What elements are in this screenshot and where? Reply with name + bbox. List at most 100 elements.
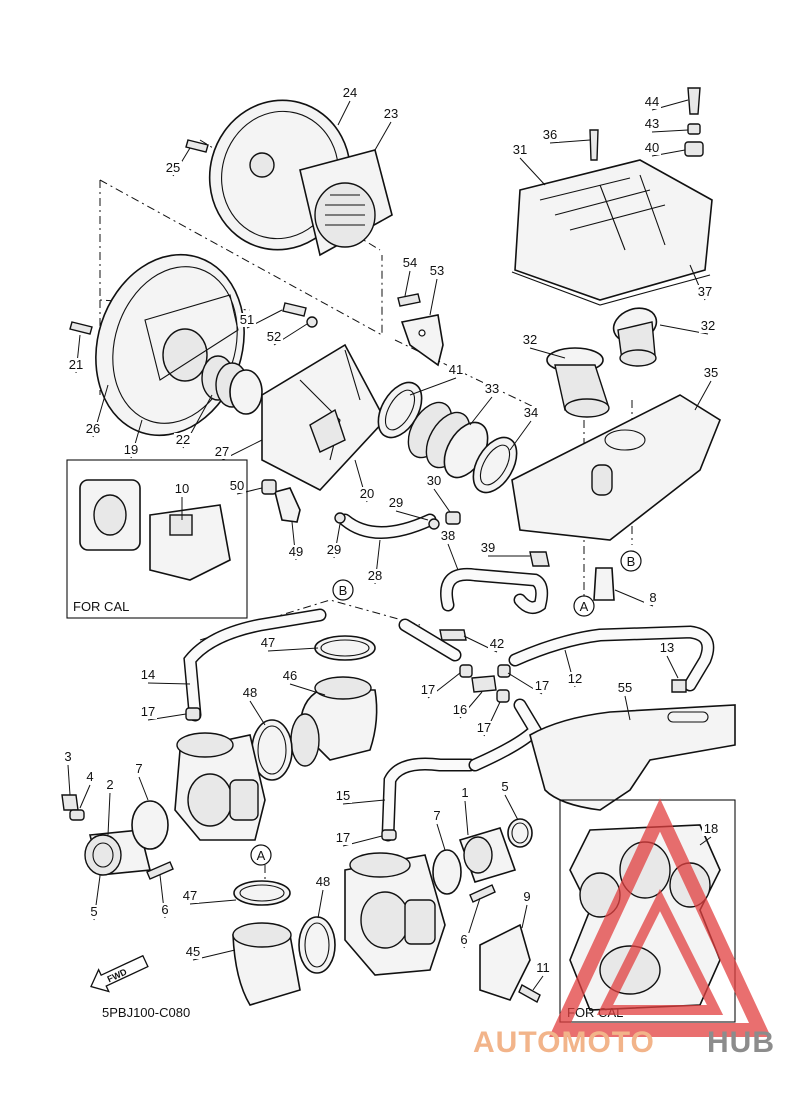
callout-bg-55 [616, 681, 634, 695]
leader-line-47a [267, 647, 319, 652]
plug-4 [69, 809, 85, 821]
callout-bg-4 [81, 770, 99, 784]
callout-bg-23 [382, 107, 400, 121]
callout-29b: 29 [389, 495, 403, 510]
callout-37: 37 [698, 284, 712, 299]
callout-6b: 6 [460, 932, 467, 947]
callout-bg-53 [428, 264, 446, 278]
diagram-code: 5PBJ100-C080 [102, 1005, 190, 1020]
callout-bg-47b [181, 889, 199, 903]
callout-bg-29a [325, 543, 343, 557]
callout-22: 22 [176, 432, 190, 447]
part-drawings [61, 87, 736, 1023]
screw-36 [589, 129, 599, 161]
callout-bg-2 [101, 778, 119, 792]
callout-bg-52 [265, 330, 283, 344]
ref-marker-b-right: B [627, 554, 636, 569]
callout-bg-13 [658, 641, 676, 655]
callout-6a: 6 [161, 902, 168, 917]
callout-5b: 5 [501, 779, 508, 794]
callout-38: 38 [441, 528, 455, 543]
leader-line-4 [79, 784, 91, 809]
callout-bg-50 [228, 479, 246, 493]
callout-15: 15 [336, 788, 350, 803]
case-intake-port [162, 328, 208, 382]
callout-7b: 7 [433, 808, 440, 823]
callout-30: 30 [427, 473, 441, 488]
clip-13 [671, 679, 687, 693]
callout-bg-38 [439, 529, 457, 543]
callout-3: 3 [64, 749, 71, 764]
watermark-text-part2: HUB [707, 1026, 775, 1059]
leader-line-18 [699, 836, 712, 846]
intake-duct [201, 355, 263, 415]
callout-bg-6b [455, 933, 473, 947]
callout-50: 50 [230, 478, 244, 493]
callout-bg-35 [702, 366, 720, 380]
callout-bg-20 [358, 487, 376, 501]
case-35-neck [591, 464, 613, 496]
callout-bg-21 [67, 358, 85, 372]
callout-bg-32b [699, 319, 717, 333]
callout-bg-51 [238, 313, 256, 327]
callout-32b: 32 [701, 318, 715, 333]
leader-line-48a [249, 700, 266, 726]
callout-bg-17c [533, 679, 551, 693]
callout-bg-28 [366, 569, 384, 583]
callout-bg-3 [59, 750, 77, 764]
leader-line-38 [447, 543, 459, 571]
callout-bg-9 [518, 890, 536, 904]
leader-line-32a [529, 347, 566, 359]
intake-joint-2 [84, 829, 152, 876]
callout-17e: 17 [336, 830, 350, 845]
case-cover-31 [514, 159, 713, 301]
joint-16 [471, 675, 497, 693]
callout-bg-46 [281, 669, 299, 683]
callout-bg-31 [511, 143, 529, 157]
callout-43: 43 [645, 116, 659, 131]
callout-bg-5b [496, 780, 514, 794]
carburetor-right [344, 852, 446, 976]
callout-bg-36 [541, 128, 559, 142]
callout-bg-40 [643, 141, 661, 155]
leader-line-53 [429, 278, 438, 316]
ref-marker-a-lower: A [257, 848, 266, 863]
clip-17a [185, 707, 201, 721]
callout-27: 27 [215, 444, 229, 459]
leader-line-7a [138, 776, 149, 801]
bolt-25 [185, 139, 209, 153]
leader-line-7b [436, 823, 446, 851]
callout-51: 51 [240, 312, 254, 327]
inset-carburetor-upper [79, 479, 231, 581]
screw-6-left [146, 861, 174, 880]
clamp-7-left [131, 800, 169, 850]
leader-line-24 [337, 100, 351, 126]
callout-7a: 7 [135, 761, 142, 776]
leader-line-1 [464, 800, 469, 836]
leader-line-13 [666, 655, 679, 679]
joint-bracket [309, 408, 346, 453]
callout-52: 52 [267, 329, 281, 344]
callout-13: 13 [660, 640, 674, 655]
callout-10: 10 [175, 481, 189, 496]
leader-line-47b [189, 899, 237, 905]
plate-55-slot [667, 711, 709, 723]
leader-line-55 [624, 695, 631, 721]
clip-17b [459, 664, 473, 678]
callout-bg-44 [643, 95, 661, 109]
callout-bg-18 [702, 822, 720, 836]
case-35-port [604, 429, 646, 451]
leader-line-35 [694, 380, 712, 411]
bolt-51 [282, 302, 307, 317]
leader-line-14 [147, 682, 191, 685]
leader-line-3 [67, 764, 71, 796]
callout-bg-48a [241, 686, 259, 700]
callout-17c: 17 [535, 678, 549, 693]
callout-bg-32a [521, 333, 539, 347]
callout-bg-47a [259, 636, 277, 650]
washer-52 [306, 316, 318, 328]
callout-bg-17b [419, 683, 437, 697]
fitting-8 [593, 567, 615, 601]
callout-2: 2 [106, 777, 113, 792]
